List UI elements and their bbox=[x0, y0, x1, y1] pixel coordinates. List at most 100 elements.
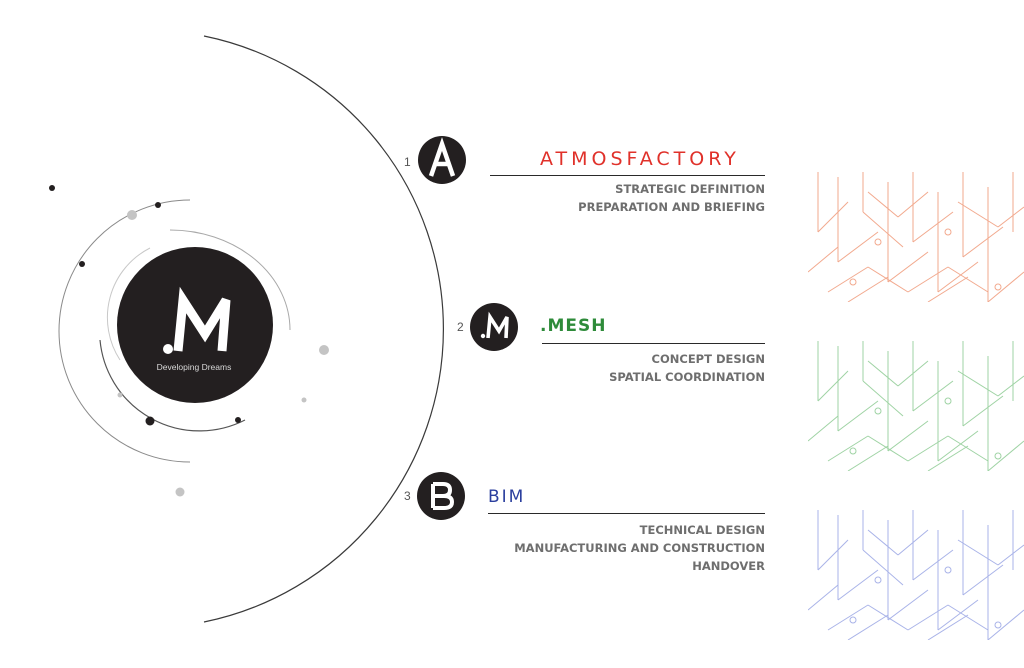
pattern-line bbox=[837, 231, 879, 263]
pattern-dot bbox=[849, 447, 857, 455]
pattern-line bbox=[887, 420, 929, 452]
pattern-line bbox=[847, 276, 889, 302]
pattern-line bbox=[827, 266, 869, 293]
badge-circle bbox=[470, 303, 518, 351]
pattern-line bbox=[887, 589, 929, 621]
pattern-swatch-bim bbox=[808, 510, 1024, 640]
pattern-line bbox=[947, 266, 989, 293]
badge-a bbox=[418, 136, 466, 184]
pattern-line bbox=[907, 266, 949, 293]
orbit-dot bbox=[301, 397, 307, 403]
pattern-line bbox=[867, 435, 909, 462]
orbit-dot bbox=[319, 345, 329, 355]
pattern-swatch-mesh bbox=[808, 341, 1024, 471]
orbit-dot bbox=[117, 392, 123, 398]
pattern-dot bbox=[994, 621, 1002, 629]
pattern-dot bbox=[944, 228, 952, 236]
pattern-line bbox=[817, 370, 849, 402]
pattern-line bbox=[987, 440, 1024, 471]
pattern-line bbox=[957, 539, 999, 566]
pattern-dot bbox=[849, 278, 857, 286]
pattern-line bbox=[937, 261, 979, 293]
pattern-line bbox=[912, 211, 954, 243]
brand-bim: BIM bbox=[488, 487, 526, 507]
pattern-line bbox=[937, 430, 979, 462]
pattern-line bbox=[912, 549, 954, 581]
hub-logo bbox=[117, 247, 273, 403]
pattern-dot bbox=[849, 616, 857, 624]
description-line: STRATEGIC DEFINITION bbox=[615, 182, 765, 196]
pattern-line bbox=[862, 380, 904, 417]
pattern-line bbox=[962, 395, 1004, 427]
pattern-line bbox=[947, 604, 989, 631]
pattern-line bbox=[847, 445, 889, 471]
pattern-line bbox=[817, 539, 849, 571]
orbit-dot bbox=[127, 210, 137, 220]
line-pattern bbox=[808, 510, 1024, 640]
letter-b-icon bbox=[431, 482, 455, 510]
hub-tagline: Developing Dreams bbox=[156, 362, 232, 372]
pattern-line bbox=[862, 549, 904, 586]
pattern-line bbox=[817, 201, 849, 233]
divider-line bbox=[542, 343, 765, 344]
pattern-line bbox=[997, 206, 1024, 228]
pattern-dot bbox=[944, 397, 952, 405]
letter-a-icon bbox=[428, 137, 456, 177]
pattern-line bbox=[808, 415, 839, 442]
pattern-line bbox=[907, 435, 949, 462]
pattern-line bbox=[867, 191, 899, 218]
pattern-dot bbox=[944, 566, 952, 574]
orbit-dot bbox=[145, 416, 155, 426]
pattern-line bbox=[937, 599, 979, 631]
orbit-dot bbox=[155, 202, 161, 208]
pattern-line bbox=[862, 211, 904, 248]
pattern-line bbox=[837, 400, 879, 432]
orbit-dot bbox=[175, 487, 185, 497]
divider-line bbox=[490, 175, 765, 176]
pattern-line bbox=[907, 604, 949, 631]
pattern-line bbox=[927, 276, 969, 302]
pattern-line bbox=[867, 360, 899, 387]
pattern-line bbox=[947, 435, 989, 462]
pattern-dot bbox=[874, 576, 882, 584]
description-line: PREPARATION AND BRIEFING bbox=[578, 200, 765, 214]
logo-dot bbox=[163, 344, 173, 354]
orbit-dot bbox=[235, 417, 241, 423]
pattern-dot bbox=[874, 238, 882, 246]
description-line: HANDOVER bbox=[692, 559, 765, 573]
pattern-line bbox=[837, 569, 879, 601]
description-line: CONCEPT DESIGN bbox=[651, 352, 765, 366]
stage-description: CONCEPT DESIGN SPATIAL COORDINATION bbox=[609, 350, 765, 386]
pattern-line bbox=[912, 380, 954, 412]
pattern-line bbox=[887, 251, 929, 283]
m-mark-icon bbox=[486, 311, 509, 339]
pattern-line bbox=[827, 435, 869, 462]
orbit-dot bbox=[79, 261, 85, 267]
description-line: SPATIAL COORDINATION bbox=[609, 370, 765, 384]
pattern-line bbox=[867, 266, 909, 293]
pattern-line bbox=[962, 226, 1004, 258]
pattern-line bbox=[957, 370, 999, 397]
logo-dot bbox=[480, 333, 486, 339]
badge-m bbox=[470, 303, 518, 351]
pattern-dot bbox=[874, 407, 882, 415]
line-pattern bbox=[808, 172, 1024, 302]
pattern-line bbox=[808, 246, 839, 273]
pattern-line bbox=[808, 584, 839, 611]
pattern-line bbox=[987, 271, 1024, 302]
pattern-line bbox=[987, 609, 1024, 640]
pattern-swatch-atmosfactory bbox=[808, 172, 1024, 302]
main-arc bbox=[203, 35, 444, 623]
pattern-line bbox=[867, 529, 899, 556]
orbit-dot bbox=[49, 185, 55, 191]
pattern-line bbox=[927, 614, 969, 640]
brand-atmosfactory: ATMOSFACTORY bbox=[540, 148, 740, 170]
stage-description: TECHNICAL DESIGN MANUFACTURING AND CONST… bbox=[514, 521, 765, 575]
inner-orbit-light bbox=[106, 247, 151, 361]
brand-mesh: .MESH bbox=[540, 316, 607, 336]
description-line: MANUFACTURING AND CONSTRUCTION bbox=[514, 541, 765, 555]
stage-number: 1 bbox=[404, 155, 411, 169]
pattern-line bbox=[897, 529, 929, 556]
pattern-dot bbox=[994, 283, 1002, 291]
